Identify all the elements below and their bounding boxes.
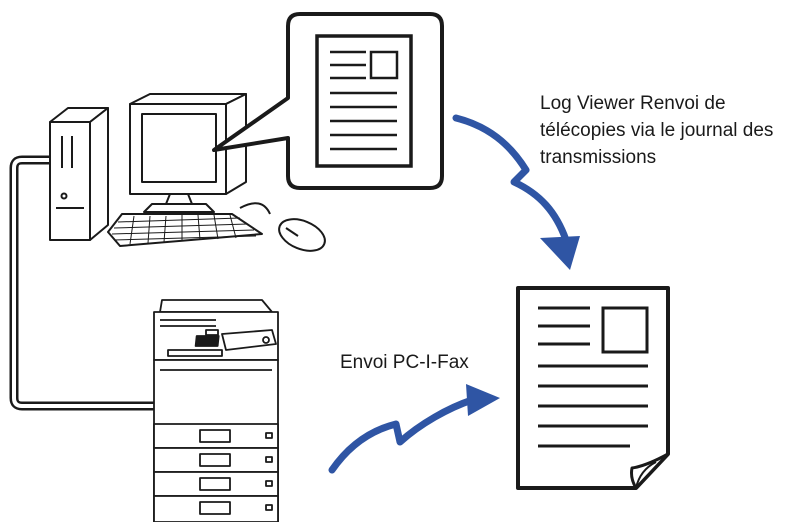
pc-i-fax-label: Envoi PC-I-Fax — [340, 352, 469, 373]
received-fax-document-icon — [516, 286, 670, 490]
multifunction-printer-icon — [153, 299, 279, 522]
log-viewer-label: Log Viewer Renvoi de télécopies via le j… — [540, 93, 774, 168]
pc-i-fax-arrow — [328, 384, 500, 474]
log-viewer-arrow — [452, 114, 580, 270]
bubble-document — [315, 34, 413, 168]
network-cable-inner — [12, 158, 160, 408]
document-bubble-icon — [212, 12, 444, 190]
desktop-computer-icon — [49, 93, 326, 252]
document-curl — [630, 452, 670, 490]
speech-bubble — [212, 12, 444, 190]
